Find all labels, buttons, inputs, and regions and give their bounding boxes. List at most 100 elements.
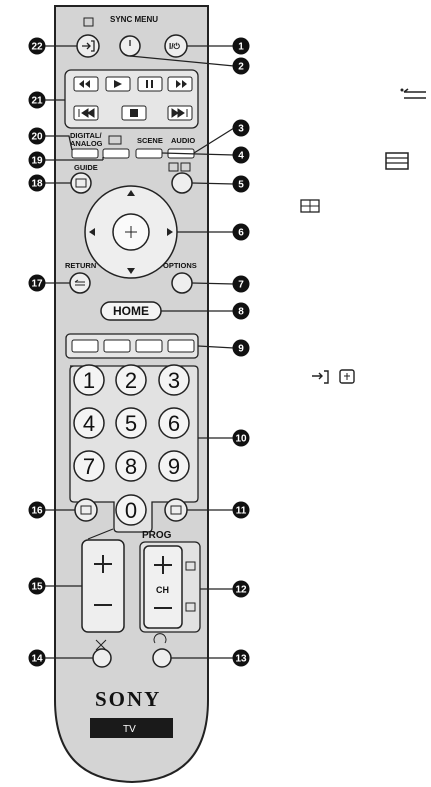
- callout-number: 9: [238, 344, 244, 355]
- help-icon: [180, 162, 191, 172]
- input-icon: [82, 40, 95, 52]
- callout-badge-11: [232, 501, 250, 519]
- wide-icon: [108, 135, 122, 145]
- prog-label: PROG: [142, 530, 172, 541]
- callout-badge-13: [232, 649, 250, 667]
- callout-number: 4: [238, 151, 244, 162]
- number-key-label: 7: [83, 454, 95, 479]
- number-key-0[interactable]: [115, 494, 147, 526]
- number-key-9[interactable]: [158, 450, 190, 482]
- color-button-3[interactable]: [135, 339, 163, 353]
- leader-lines: [44, 45, 235, 659]
- pause-icon: [146, 80, 153, 88]
- number-key-2[interactable]: [115, 364, 147, 396]
- callout-number: 2: [238, 62, 244, 73]
- callout-number: 11: [236, 506, 247, 517]
- callout-badge-7: [232, 275, 250, 293]
- channel-up-icon[interactable]: [154, 556, 172, 574]
- number-key-label: 4: [83, 411, 95, 436]
- tv-plate: [90, 718, 173, 738]
- callout-badge-8: [232, 302, 250, 320]
- forward-icon: [176, 80, 187, 88]
- callout-badge-9: [232, 339, 250, 357]
- number-key-3[interactable]: [158, 364, 190, 396]
- guide-icon: [75, 178, 87, 188]
- number-key-6[interactable]: [158, 407, 190, 439]
- input-icon-large: [312, 370, 329, 384]
- number-key-5[interactable]: [115, 407, 147, 439]
- number-key-label: 2: [125, 368, 137, 393]
- callout-number: 8: [238, 307, 244, 318]
- subtitle-button[interactable]: [164, 498, 188, 522]
- wide-button[interactable]: [102, 148, 130, 159]
- callout-number: 14: [31, 654, 43, 665]
- callout-number: 6: [238, 228, 244, 239]
- callout-number: 18: [31, 179, 43, 190]
- number-key-1[interactable]: [73, 364, 105, 396]
- callout-badge-5: [232, 175, 250, 193]
- number-key-7[interactable]: [73, 450, 105, 482]
- callout-number: 5: [238, 180, 244, 191]
- number-key-label: 6: [168, 411, 180, 436]
- channel-rocker[interactable]: [143, 545, 183, 629]
- home-label: HOME: [113, 304, 149, 318]
- callout-badge-12: [232, 580, 250, 598]
- volume-up-icon[interactable]: [94, 555, 112, 573]
- callout-badge-10: [232, 429, 250, 447]
- callout-number: 22: [31, 42, 43, 53]
- color-button-4[interactable]: [167, 339, 195, 353]
- callout-number: 15: [31, 582, 43, 593]
- jump-symbol: [153, 633, 167, 644]
- number-key-label: 3: [168, 368, 180, 393]
- callout-number: 10: [235, 434, 247, 445]
- callout-badge-1: [232, 37, 250, 55]
- page-down-icon: [185, 602, 196, 612]
- jump-button[interactable]: [152, 648, 172, 668]
- input-top-icon: [83, 17, 94, 27]
- rewind-icon: [79, 80, 90, 88]
- next-icon: [171, 108, 188, 118]
- number-key-label: 5: [125, 411, 137, 436]
- info-button[interactable]: [171, 172, 193, 194]
- volume-rocker[interactable]: [81, 539, 125, 633]
- callout-badge-20: [28, 127, 46, 145]
- number-key-8[interactable]: [115, 450, 147, 482]
- callout-badge-4: [232, 146, 250, 164]
- teletext-icon: [80, 505, 92, 515]
- color-button-1[interactable]: [71, 339, 99, 353]
- transport-row-1: [73, 76, 193, 92]
- dpad-up-icon[interactable]: [127, 190, 135, 196]
- options-button[interactable]: [171, 272, 193, 294]
- callout-badge-14: [28, 649, 46, 667]
- dpad-right-icon[interactable]: [167, 228, 173, 236]
- number-key-label: 0: [125, 498, 137, 523]
- callout-number: 1: [238, 42, 244, 53]
- page-up-icon: [185, 561, 196, 571]
- guide-button[interactable]: [70, 172, 92, 194]
- dpad-center-icon: [125, 226, 137, 238]
- callout-number: 16: [31, 506, 43, 517]
- options-label: OPTIONS: [163, 261, 197, 270]
- callout-badge-16: [28, 501, 46, 519]
- digital-analog-button[interactable]: [71, 148, 99, 159]
- teletext-button[interactable]: [74, 498, 98, 522]
- number-key-label: 9: [168, 454, 180, 479]
- callout-number: 17: [31, 279, 43, 290]
- color-button-2[interactable]: [103, 339, 131, 353]
- number-key-4[interactable]: [73, 407, 105, 439]
- tv-label: TV: [123, 724, 136, 735]
- guide-icon-large: [385, 152, 409, 170]
- input-alt-icon-large: [339, 369, 355, 384]
- dpad-left-icon[interactable]: [89, 228, 95, 236]
- wide-icon-large: [300, 199, 320, 213]
- dpad-down-icon[interactable]: [127, 268, 135, 274]
- ch-label: CH: [156, 585, 169, 595]
- callout-number: 7: [238, 280, 244, 291]
- return-icon: [74, 279, 85, 286]
- return-button[interactable]: [69, 272, 91, 294]
- scene-button[interactable]: [135, 148, 163, 159]
- return-icon-large: [400, 88, 426, 99]
- pause-button[interactable]: [137, 76, 163, 92]
- mute-button[interactable]: [92, 648, 112, 668]
- callout-badge-3: [232, 119, 250, 137]
